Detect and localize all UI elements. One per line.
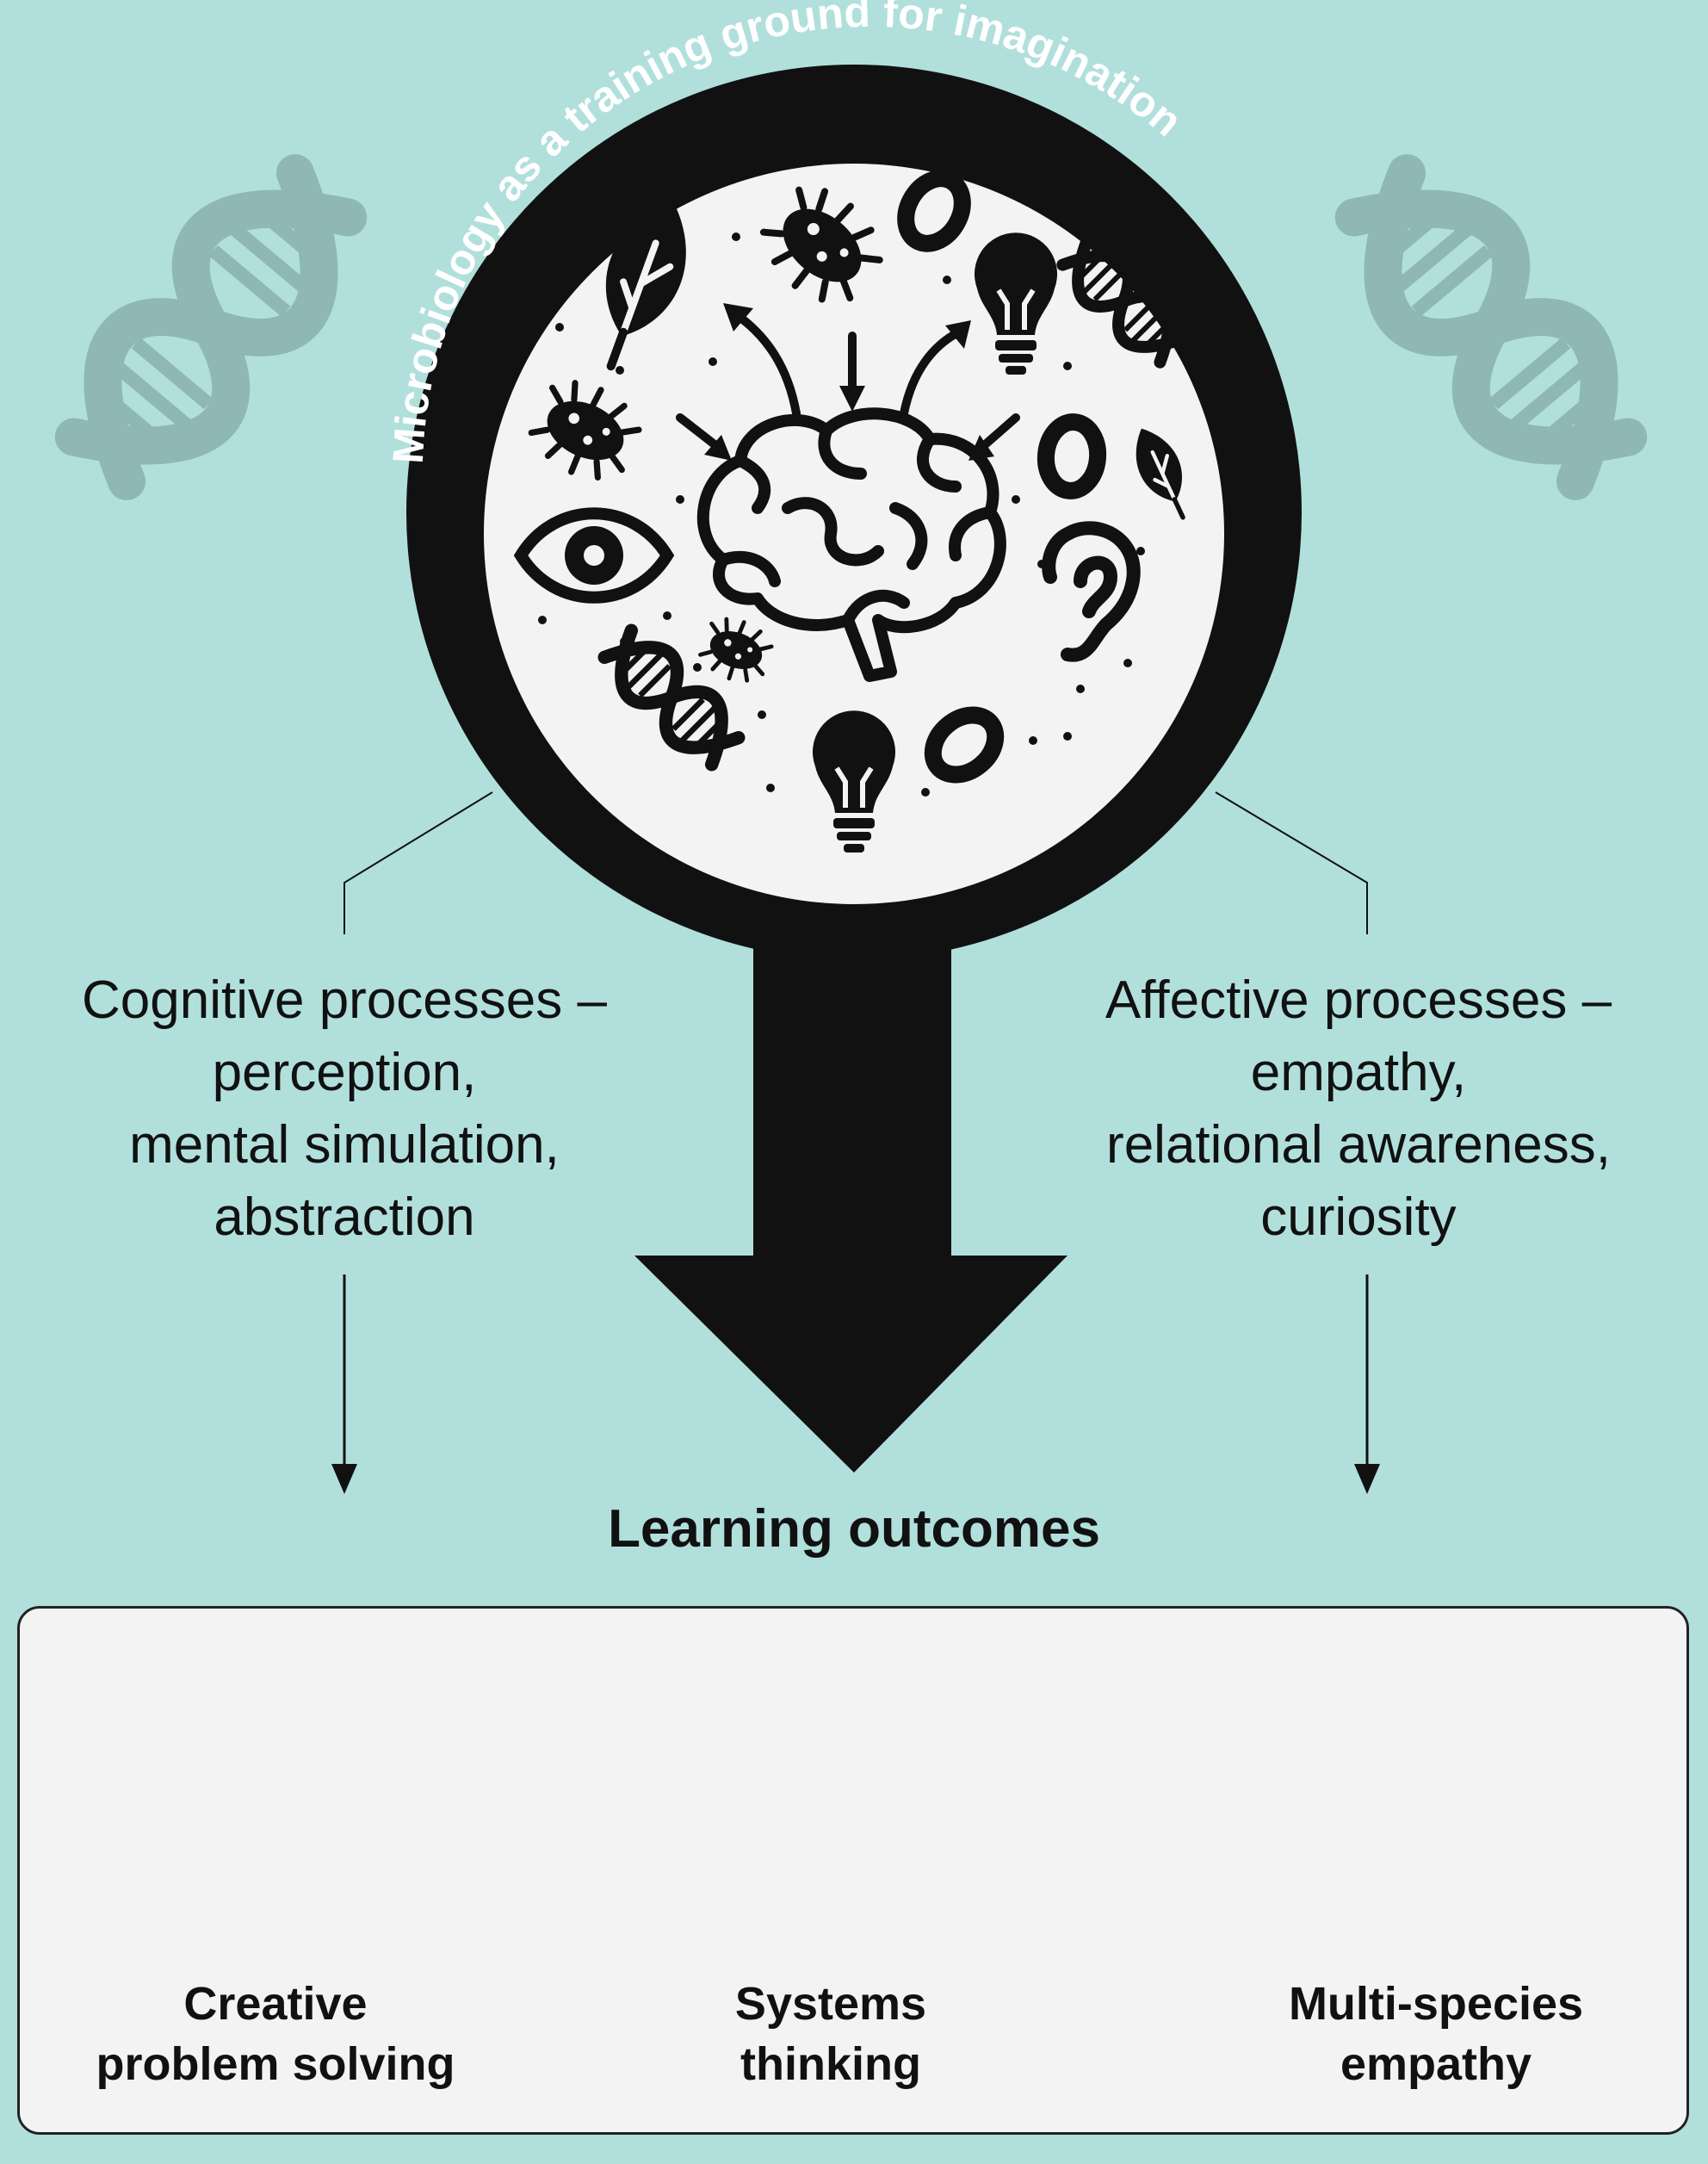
outcome-systems-line-2: thinking (740, 2038, 921, 2090)
lens-arrows (676, 310, 1020, 452)
affective-line-1: Affective processes – (1105, 970, 1612, 1030)
outcome-creative-line-2: problem solving (96, 2038, 455, 2090)
brain-icon (696, 407, 1006, 682)
lens-dots (538, 138, 1145, 797)
outcome-systems-label: Systems thinking (529, 1974, 1132, 2094)
cognitive-line-2: perception, (212, 1043, 477, 1102)
lens-arrowheads (704, 303, 994, 461)
affective-line-3: relational awareness, (1106, 1115, 1611, 1175)
outcome-creative-label: Creative problem solving (0, 1974, 577, 2094)
ear-icon (1042, 521, 1141, 662)
outcome-creative-line-1: Creative (183, 1978, 368, 2030)
big-down-arrow (634, 861, 1068, 1473)
outcome-empathy-line-2: empathy (1340, 2038, 1532, 2090)
cognitive-line-1: Cognitive processes – (82, 970, 607, 1030)
cognitive-line-3: mental simulation, (129, 1115, 560, 1175)
outcome-empathy-label: Multi-species empathy (1135, 1974, 1708, 2094)
affective-processes-text: Affective processes – empathy, relationa… (1040, 964, 1677, 1254)
outcome-systems-line-1: Systems (734, 1978, 927, 2030)
outcome-empathy-line-1: Multi-species (1288, 1978, 1584, 2030)
affective-line-4: curiosity (1260, 1187, 1457, 1247)
dna-left-icon (49, 152, 374, 503)
eye-icon (513, 507, 675, 604)
affective-line-2: empathy, (1250, 1043, 1467, 1102)
learning-outcomes-heading: Learning outcomes (608, 1499, 1100, 1559)
arrow-left (331, 1274, 357, 1494)
cognitive-line-4: abstraction (214, 1187, 475, 1247)
cognitive-processes-text: Cognitive processes – perception, mental… (34, 964, 654, 1254)
dna-right-icon (1329, 152, 1654, 503)
connector-left (343, 791, 493, 934)
outcomes-panel (17, 1606, 1689, 2135)
connector-right (1215, 791, 1368, 934)
arrow-right (1354, 1274, 1380, 1494)
